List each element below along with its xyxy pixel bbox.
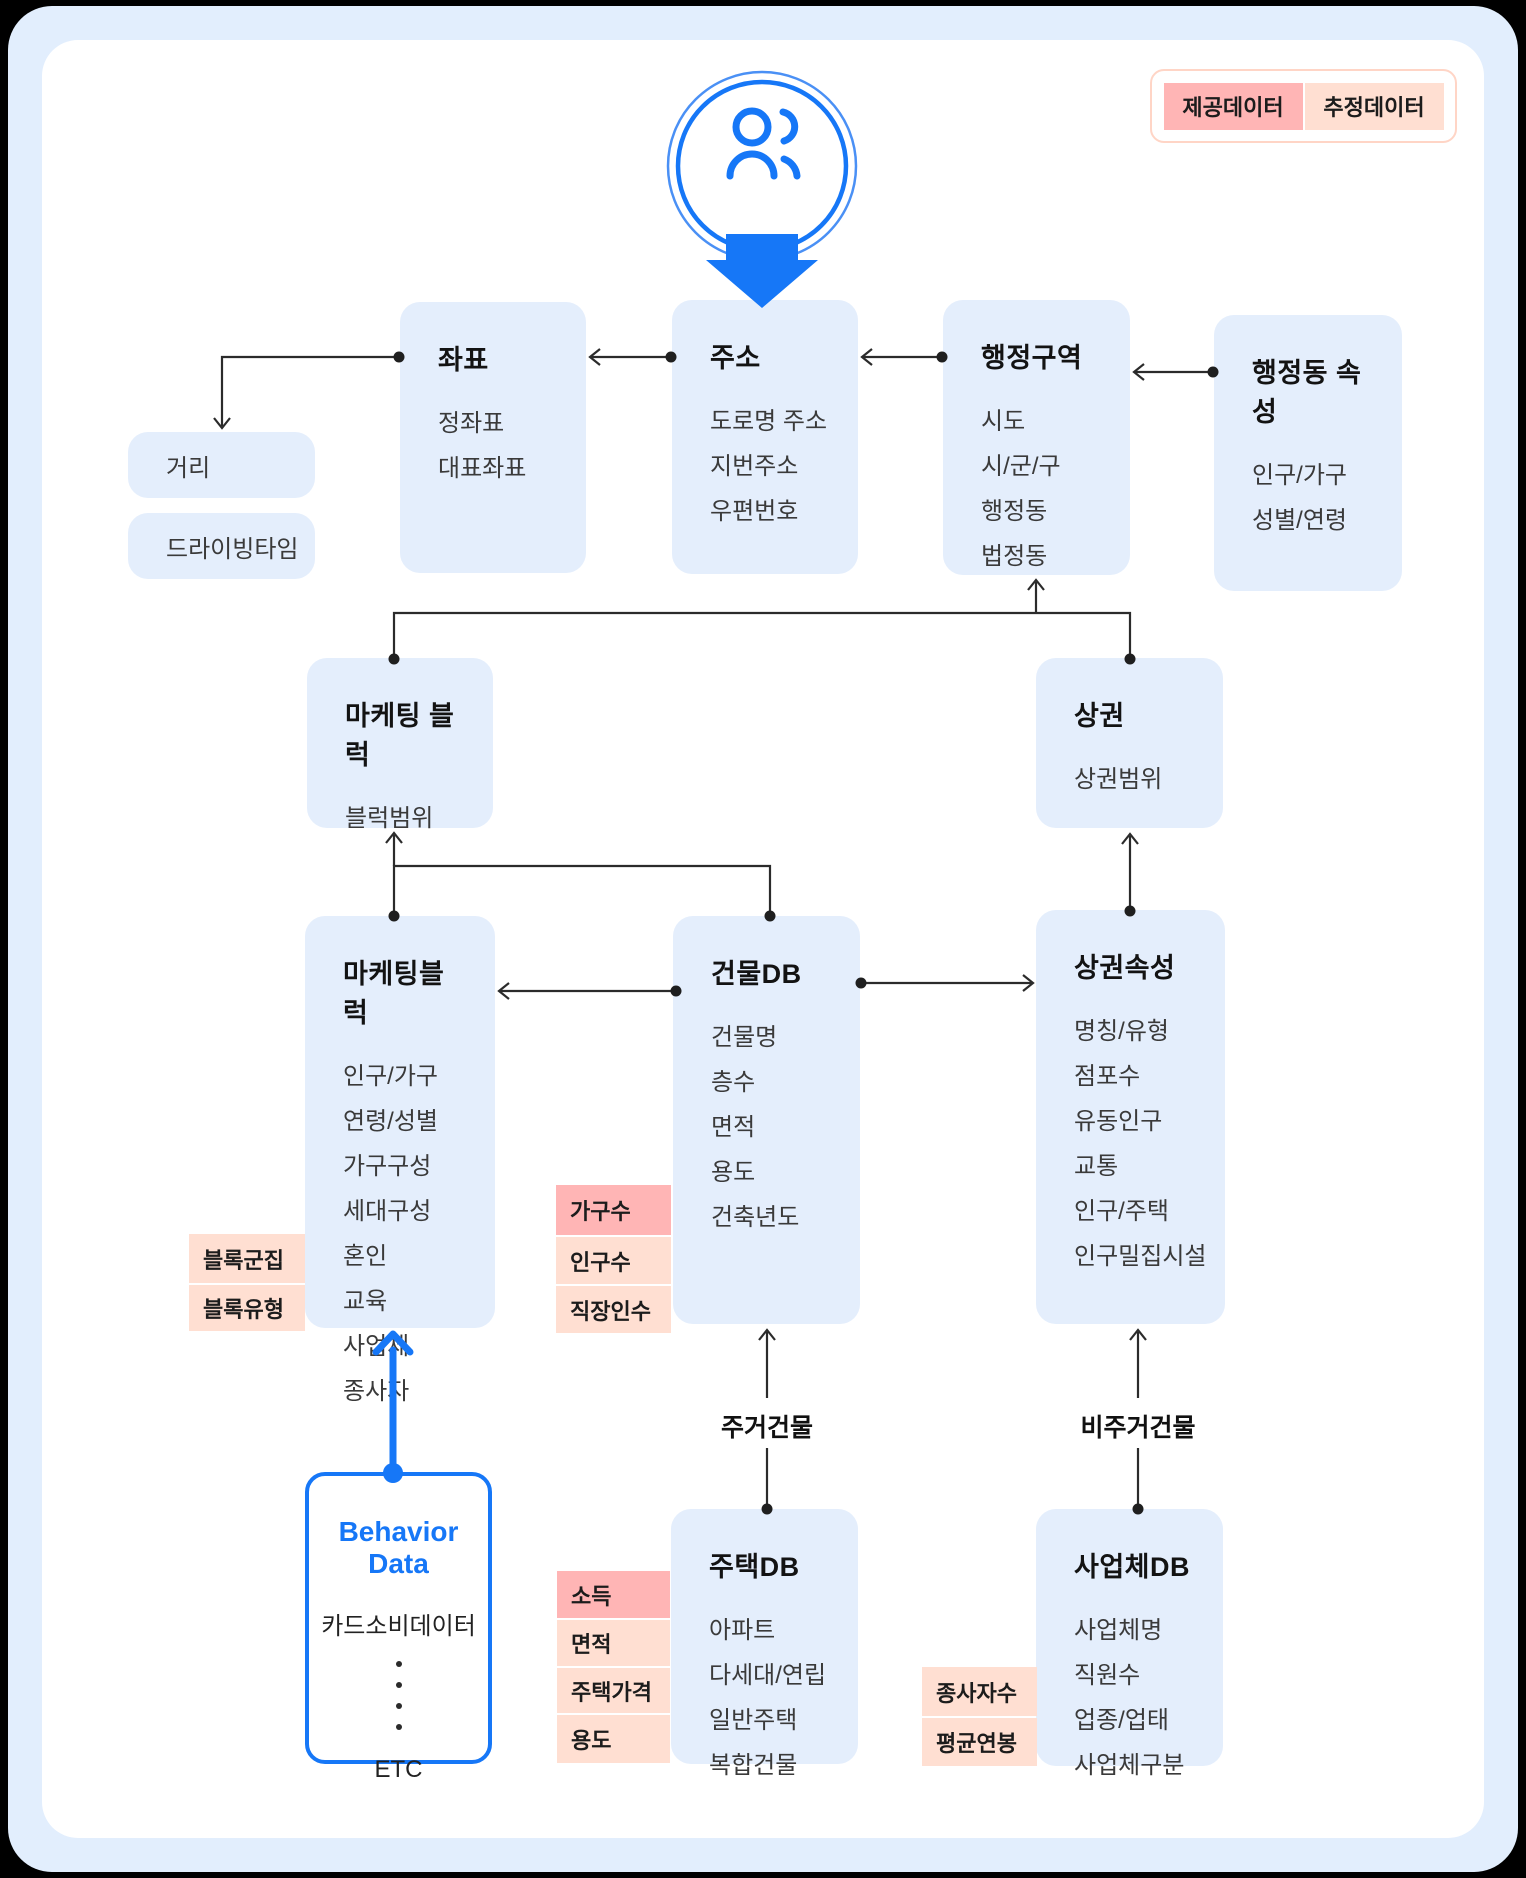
node-item: 업종/업태 [1074, 1707, 1169, 1734]
node-trade-area-attr: 상권속성 명칭/유형 점포수 유동인구 교통 인구/주택 인구밀집시설 [1036, 910, 1225, 1324]
node-title: 마케팅 블럭 [345, 701, 455, 770]
tag-house-price: 주택가격 [557, 1668, 670, 1713]
node-admin-region: 행정구역 시도 시/군/구 행정동 법정동 [943, 300, 1130, 575]
node-title: 거리 [166, 454, 211, 482]
node-business-db: 사업체DB 사업체명 직원수 업종/업태 사업체구분 [1036, 1509, 1223, 1779]
node-item: 다세대/연립 [709, 1662, 827, 1689]
node-item: 정좌표 [438, 410, 505, 437]
node-item: 연령/성별 [343, 1108, 438, 1135]
customer-label: 고 객 [720, 188, 804, 220]
node-item: 직원수 [1074, 1662, 1141, 1689]
legend-chip-provided: 제공데이터 [1163, 82, 1303, 130]
node-item: 면적 [711, 1114, 756, 1141]
node-item: 상권범위 [1074, 766, 1163, 793]
tag-worker-count: 직장인수 [556, 1286, 671, 1333]
node-title: 드라이빙타임 [166, 535, 299, 563]
node-driving-time: 드라이빙타임 [128, 513, 315, 579]
node-item: 점포수 [1074, 1063, 1141, 1090]
node-item: 사업체명 [1074, 1617, 1163, 1644]
edge-label-residential: 주거건물 [720, 1414, 813, 1442]
node-title: 사업체DB [1074, 1552, 1191, 1582]
node-item: 종사자 [343, 1378, 410, 1405]
node-title: 주택DB [709, 1552, 800, 1582]
node-item: 시도 [981, 408, 1026, 435]
node-address: 주소 도로명 주소 지번주소 우편번호 [672, 300, 858, 574]
node-item: 복합건물 [709, 1752, 798, 1779]
node-item: 법정동 [981, 543, 1048, 570]
legend-chip-estimated: 추정데이터 [1304, 82, 1444, 130]
node-item: 성별/연령 [1252, 507, 1347, 534]
node-admin-dong-attr: 행정동 속성 인구/가구 성별/연령 [1214, 315, 1402, 591]
node-marketing-block-detail: 마케팅블럭 인구/가구 연령/성별 가구구성 세대구성 혼인 교육 사업체 종사… [305, 916, 495, 1405]
node-title: 좌표 [438, 345, 489, 375]
node-behavior-data: Behavior Data 카드소비데이터 ETC [305, 1472, 492, 1783]
node-item: 건물명 [711, 1024, 778, 1051]
node-item: 일반주택 [709, 1707, 798, 1734]
node-title: 상권 [1074, 701, 1125, 731]
node-title: 마케팅블럭 [343, 959, 445, 1028]
node-item: 세대구성 [343, 1198, 432, 1225]
node-coord: 좌표 정좌표 대표좌표 [400, 302, 586, 573]
node-item: 인구/주택 [1074, 1198, 1169, 1225]
node-distance: 거리 [128, 432, 315, 498]
tag-block-cluster: 블록군집 [189, 1234, 305, 1283]
node-item: ETC [374, 1756, 423, 1783]
node-item: 인구/가구 [343, 1063, 438, 1090]
node-item: 지번주소 [710, 453, 799, 480]
node-item: 교육 [343, 1288, 388, 1315]
node-item: 인구/가구 [1252, 462, 1347, 489]
tag-population-count: 인구수 [556, 1237, 671, 1284]
ellipsis-dots [309, 1661, 488, 1730]
node-item: 사업체구분 [1074, 1752, 1185, 1779]
node-item: 층수 [711, 1069, 756, 1096]
node-item: 건축년도 [711, 1204, 800, 1231]
node-item: 블럭범위 [345, 805, 434, 832]
node-item: 혼인 [343, 1243, 388, 1270]
node-item: 교통 [1074, 1153, 1119, 1180]
node-title: 행정동 속성 [1252, 358, 1362, 427]
node-title: 주소 [710, 343, 761, 373]
tag-household-count: 가구수 [556, 1185, 671, 1235]
node-item: 대표좌표 [438, 455, 527, 482]
node-title: Behavior Data [338, 1516, 459, 1579]
tag-avg-salary: 평균연봉 [922, 1718, 1037, 1766]
node-item: 용도 [711, 1159, 756, 1186]
node-item: 카드소비데이터 [321, 1613, 476, 1640]
node-title: 상권속성 [1074, 953, 1176, 983]
node-title: 행정구역 [981, 343, 1083, 373]
node-item: 시/군/구 [981, 453, 1061, 480]
tag-employee-count: 종사자수 [922, 1667, 1037, 1716]
tag-block-type: 블록유형 [189, 1285, 305, 1331]
node-marketing-block: 마케팅 블럭 블럭범위 [307, 658, 493, 832]
node-housing-db: 주택DB 아파트 다세대/연립 일반주택 복합건물 [671, 1509, 858, 1779]
node-trade-area: 상권 상권범위 [1036, 658, 1223, 828]
edge-label-non-residential: 비주거건물 [1080, 1414, 1196, 1442]
node-item: 인구밀집시설 [1074, 1243, 1207, 1270]
tag-usage: 용도 [557, 1715, 670, 1763]
legend: 제공데이터 추정데이터 [1150, 69, 1457, 143]
node-item: 아파트 [709, 1617, 776, 1644]
node-item: 가구구성 [343, 1153, 432, 1180]
node-item: 유동인구 [1074, 1108, 1163, 1135]
node-item: 우편번호 [710, 498, 799, 525]
node-building-db: 건물DB 건물명 층수 면적 용도 건축년도 [673, 916, 860, 1324]
node-item: 도로명 주소 [710, 408, 828, 435]
node-item: 사업체 [343, 1333, 410, 1360]
node-item: 행정동 [981, 498, 1048, 525]
node-title: 건물DB [711, 959, 802, 989]
tag-income: 소득 [557, 1571, 670, 1618]
node-item: 명칭/유형 [1074, 1018, 1169, 1045]
tag-area: 면적 [557, 1620, 670, 1666]
